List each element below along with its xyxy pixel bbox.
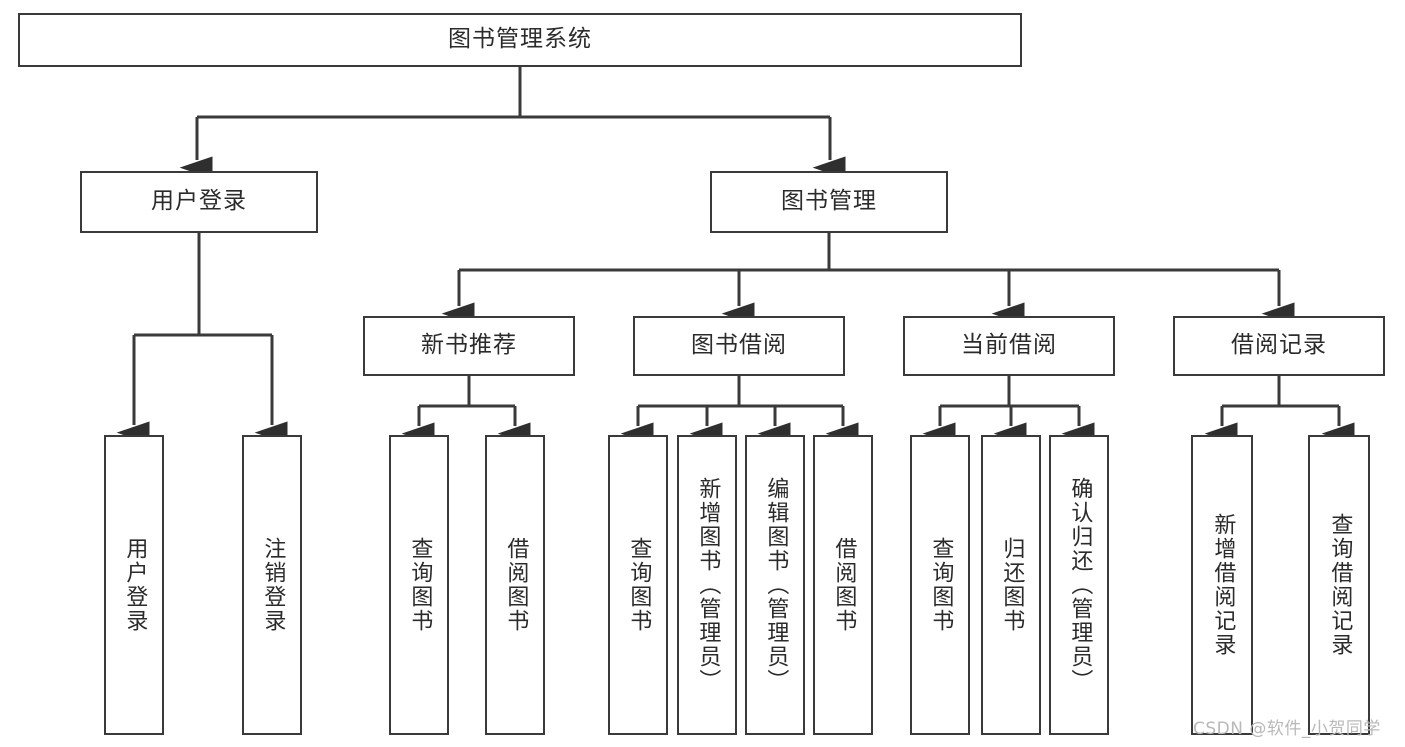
node-leaf-query-book-2-label: 查询图书: [626, 537, 652, 633]
node-root[interactable]: 图书管理系统: [18, 13, 1022, 67]
node-leaf-confirm-return[interactable]: 确认归还（管理员）: [1049, 435, 1109, 735]
node-book-borrow[interactable]: 图书借阅: [633, 316, 845, 376]
node-new-book-recommend[interactable]: 新书推荐: [363, 316, 575, 376]
node-book-manage-label: 图书管理: [781, 188, 877, 215]
node-leaf-add-record-label: 新增借阅记录: [1210, 513, 1236, 657]
node-current-borrow[interactable]: 当前借阅: [903, 316, 1115, 376]
node-leaf-add-book[interactable]: 新增图书（管理员）: [677, 435, 737, 735]
node-leaf-query-book-2[interactable]: 查询图书: [608, 435, 668, 735]
node-leaf-user-login[interactable]: 用户登录: [104, 435, 164, 735]
node-leaf-user-logout[interactable]: 注销登录: [242, 435, 302, 735]
node-leaf-query-record[interactable]: 查询借阅记录: [1308, 435, 1370, 735]
node-leaf-return-book-label: 归还图书: [999, 537, 1025, 633]
node-leaf-query-record-label: 查询借阅记录: [1327, 513, 1353, 657]
node-leaf-user-login-label: 用户登录: [122, 537, 148, 633]
node-leaf-add-record[interactable]: 新增借阅记录: [1191, 435, 1253, 735]
node-user-login[interactable]: 用户登录: [80, 171, 318, 233]
node-leaf-return-book[interactable]: 归还图书: [981, 435, 1041, 735]
node-borrow-record-label: 借阅记录: [1231, 332, 1327, 359]
node-leaf-user-logout-label: 注销登录: [260, 537, 286, 633]
node-leaf-query-book-1-label: 查询图书: [407, 537, 433, 633]
node-book-borrow-label: 图书借阅: [691, 332, 787, 359]
node-new-book-recommend-label: 新书推荐: [421, 332, 517, 359]
node-root-label: 图书管理系统: [448, 26, 592, 53]
node-user-login-label: 用户登录: [151, 188, 247, 215]
node-book-manage[interactable]: 图书管理: [710, 171, 948, 233]
node-leaf-confirm-return-label: 确认归还（管理员）: [1067, 477, 1093, 693]
node-leaf-borrow-book-1-label: 借阅图书: [503, 537, 529, 633]
node-leaf-borrow-book-2[interactable]: 借阅图书: [813, 435, 873, 735]
node-leaf-borrow-book-1[interactable]: 借阅图书: [485, 435, 545, 735]
node-leaf-edit-book-label: 编辑图书（管理员）: [763, 477, 789, 693]
node-borrow-record[interactable]: 借阅记录: [1173, 316, 1385, 376]
node-current-borrow-label: 当前借阅: [961, 332, 1057, 359]
node-leaf-query-book-3[interactable]: 查询图书: [910, 435, 970, 735]
node-leaf-borrow-book-2-label: 借阅图书: [831, 537, 857, 633]
node-leaf-add-book-label: 新增图书（管理员）: [695, 477, 721, 693]
node-leaf-edit-book[interactable]: 编辑图书（管理员）: [745, 435, 805, 735]
node-leaf-query-book-3-label: 查询图书: [928, 537, 954, 633]
node-leaf-query-book-1[interactable]: 查询图书: [389, 435, 449, 735]
csdn-watermark: CSDN @软件_小贺同学: [1193, 719, 1381, 739]
